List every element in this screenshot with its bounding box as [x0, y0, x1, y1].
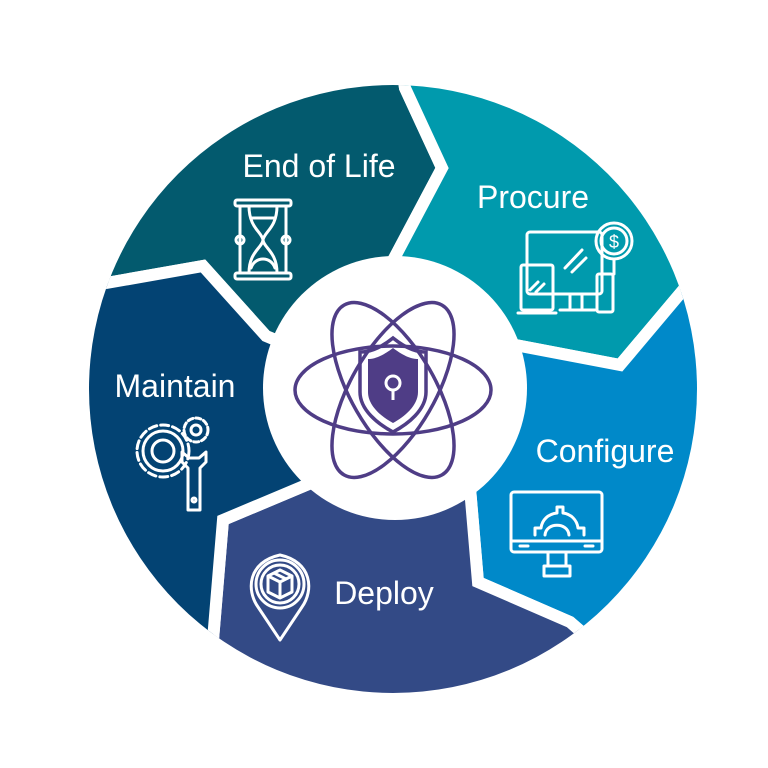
location-package-icon — [249, 553, 311, 642]
label-maintain: Maintain — [115, 368, 236, 404]
hourglass-icon — [233, 198, 293, 281]
label-end-of-life: End of Life — [243, 148, 396, 184]
devices-dollar-icon: $ — [516, 221, 634, 315]
atom-shield-icon — [293, 300, 493, 480]
svg-text:$: $ — [609, 232, 619, 252]
label-configure: Configure — [536, 433, 675, 469]
label-procure: Procure — [477, 179, 589, 215]
monitor-gear-icon — [509, 490, 604, 578]
gears-wrench-icon — [135, 416, 210, 512]
label-deploy: Deploy — [334, 575, 434, 611]
